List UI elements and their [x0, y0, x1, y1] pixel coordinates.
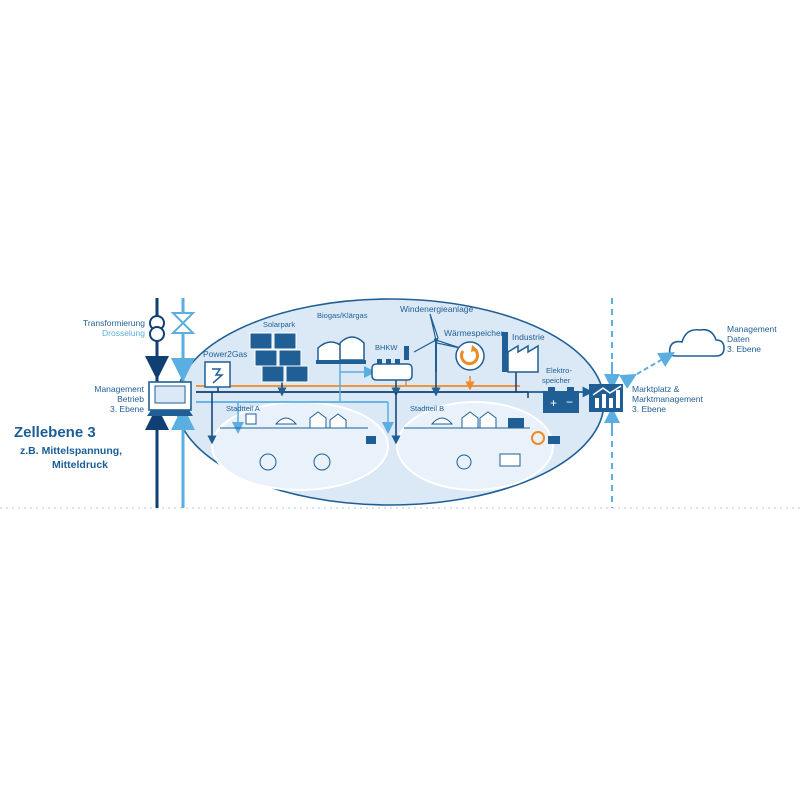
industry-label: Industrie [512, 332, 545, 342]
heat-storage-label: Wärmespeicher [444, 328, 504, 338]
cell-level-title: Zellebene 3 [14, 424, 96, 441]
biogas-label: Biogas/Klärgas [317, 311, 368, 320]
mgmt-data-label-2: Daten [727, 334, 750, 344]
wind-label: Windenergieanlage [400, 304, 474, 314]
chp-engine-icon [371, 346, 413, 381]
factory-icon [502, 332, 539, 373]
power2gas-label: Power2Gas [203, 349, 247, 359]
mgmt-data-label-3: 3. Ebene [727, 344, 761, 354]
mgmt-operation-label-3: 3. Ebene [110, 404, 144, 414]
transformation-label: Transformierung [83, 318, 145, 328]
heat-storage-icon [455, 341, 485, 371]
chp-label: BHKW [375, 343, 398, 352]
solar-panel-icon [249, 332, 309, 383]
wind-turbine-icon [413, 313, 461, 372]
marketplace-label-2: Marktmanagement [632, 394, 704, 404]
district-b-label: Stadtteil B [410, 404, 444, 413]
district-a-label: Stadtteil A [226, 404, 260, 413]
cloud-market-link [619, 351, 675, 389]
marketplace-label-3: 3. Ebene [632, 404, 666, 414]
cloud-icon [668, 328, 725, 357]
electro-storage-label-1: Elektro- [546, 366, 572, 375]
svg-text:+: + [550, 396, 557, 410]
svg-text:−: − [566, 395, 573, 409]
power2gas-icon [204, 361, 231, 388]
cell-level-subtitle-2: Mitteldruck [52, 459, 108, 471]
cell-level-subtitle-1: z.B. Mittelspannung, [20, 445, 122, 457]
mgmt-operation-label-1: Management [94, 384, 144, 394]
biogas-tank-icon [316, 336, 366, 364]
valve-icon [170, 312, 196, 334]
market-chart-icon [589, 384, 623, 412]
solar-park-label: Solarpark [263, 320, 295, 329]
district-a-content [220, 411, 376, 471]
throttling-label: Drosselung [102, 328, 145, 338]
laptop-icon [147, 381, 193, 416]
mgmt-operation-label-2: Betrieb [117, 394, 144, 404]
electro-storage-label-2: speicher [542, 376, 571, 385]
battery-icon: + − [543, 387, 579, 413]
district-b-content [404, 411, 560, 470]
mgmt-data-label-1: Management [727, 324, 777, 334]
transformer-icon [146, 315, 168, 342]
marketplace-label-1: Marktplatz & [632, 384, 680, 394]
